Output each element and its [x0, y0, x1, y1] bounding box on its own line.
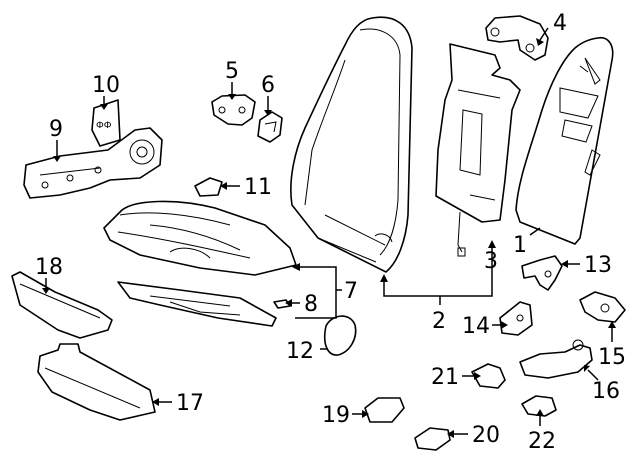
callout-19: 19	[322, 403, 350, 428]
callout-9: 9	[49, 117, 63, 142]
clip-19	[364, 397, 405, 423]
callout-17: 17	[176, 391, 204, 416]
callout-22: 22	[528, 429, 556, 454]
knob-12	[323, 315, 357, 356]
callout-12: 12	[286, 339, 314, 364]
trim-17	[37, 343, 156, 421]
seat-cushion	[103, 200, 297, 276]
callout-10: 10	[92, 73, 120, 98]
callout-4: 4	[553, 11, 567, 36]
leader-lines	[42, 27, 616, 438]
bracket-13	[521, 255, 563, 291]
recliner-frame-9	[23, 127, 163, 199]
bracket-15	[579, 291, 626, 323]
side-shield-18	[11, 271, 113, 339]
callout-labels: 1 2 3 4 5 6 7 8 9 10 11 12 13 14 15 16 1…	[35, 11, 626, 454]
svg-text:ФФ: ФФ	[96, 121, 112, 131]
callout-18: 18	[35, 255, 63, 280]
headrest-guide	[485, 15, 549, 61]
callout-7: 7	[344, 279, 358, 304]
clip-11	[194, 177, 223, 197]
callout-2: 2	[432, 309, 446, 334]
callout-15: 15	[598, 345, 626, 370]
screw-part	[273, 299, 291, 309]
callout-1: 1	[513, 233, 527, 258]
seat-back-frame	[435, 43, 521, 257]
seat-back-cover	[290, 16, 413, 273]
callout-21: 21	[431, 365, 459, 390]
lever-16	[519, 339, 593, 379]
bracket-14	[499, 301, 533, 336]
callout-13: 13	[584, 253, 612, 278]
callout-6: 6	[261, 73, 275, 98]
callout-8: 8	[304, 292, 318, 317]
cover-6	[257, 111, 283, 143]
callout-20: 20	[472, 423, 500, 448]
clip-20	[414, 427, 451, 451]
callout-14: 14	[462, 314, 490, 339]
callout-11: 11	[244, 175, 272, 200]
callout-5: 5	[225, 59, 239, 84]
shield-10: ФФ	[91, 99, 121, 147]
clip-22	[521, 395, 557, 417]
seat-back-pad	[515, 36, 614, 245]
callout-16: 16	[592, 379, 620, 404]
clip-21	[471, 363, 506, 389]
callout-3: 3	[484, 249, 498, 274]
bracket-5	[211, 94, 256, 126]
seat-cushion-pad	[117, 281, 277, 327]
